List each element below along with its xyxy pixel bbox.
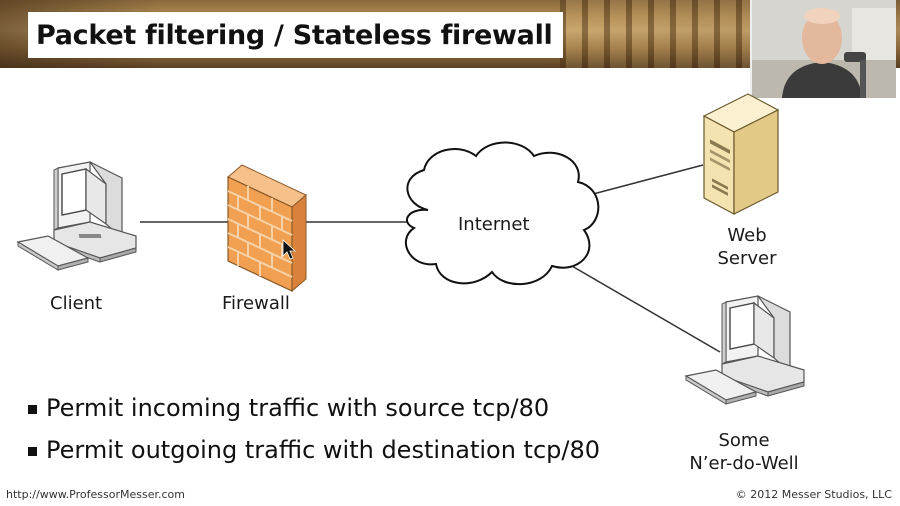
bullet-text: Permit incoming traffic with source tcp/… [46,394,550,422]
bullet-item: Permit outgoing traffic with destination… [28,432,600,468]
internet-label: Internet [458,214,530,235]
other-node-label-line2: N’er-do-Well [689,453,799,474]
bullet-item: Permit incoming traffic with source tcp/… [28,390,600,426]
firewall-label: Firewall [222,293,290,314]
other-node-label: Some N’er-do-Well [680,429,808,475]
web-server-label: Web Server [716,224,778,270]
web-server-icon [702,93,780,215]
bullet-text: Permit outgoing traffic with destination… [46,436,601,464]
web-server-label-line2: Server [717,248,777,269]
bullet-square-icon [28,446,37,456]
bullet-square-icon [28,404,37,414]
webcam-presenter [750,0,896,98]
rule-bullets: Permit incoming traffic with source tcp/… [28,390,600,474]
presenter-video-icon [752,0,896,98]
client-computer-icon [16,161,137,271]
client-label: Client [50,293,103,314]
footer-url: http://www.ProfessorMesser.com [6,488,185,501]
footer-copyright: © 2012 Messer Studios, LLC [735,488,892,501]
slide-title: Packet filtering / Stateless firewall [36,19,553,51]
mouse-cursor-icon [282,239,297,260]
banner-background [560,0,750,68]
link-internet-other [564,261,721,353]
web-server-label-line1: Web [727,225,767,246]
link-internet-webserver [577,164,704,199]
other-node-label-line1: Some [718,430,770,451]
title-box: Packet filtering / Stateless firewall [28,12,563,58]
internet-cloud-icon [404,141,600,286]
firewall-icon [227,164,307,293]
other-computer-icon [684,295,805,405]
